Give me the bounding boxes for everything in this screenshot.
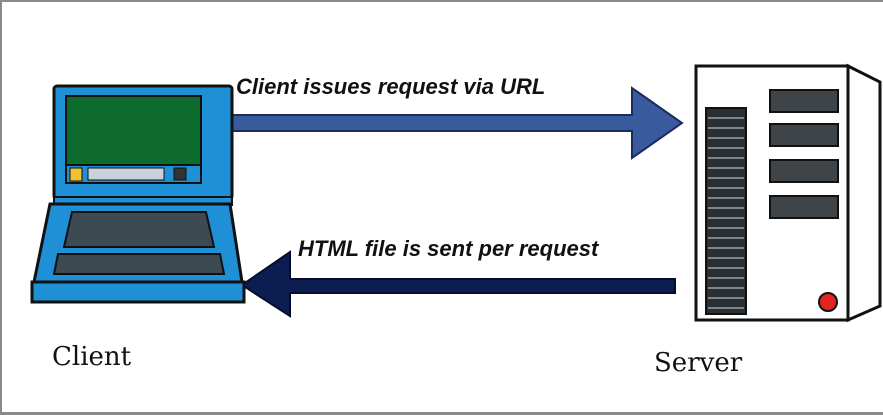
server-caption: Server xyxy=(654,348,743,378)
client-caption: Client xyxy=(52,342,132,372)
server-tower-icon xyxy=(694,63,882,323)
request-label: Client issues request via URL xyxy=(236,74,546,99)
power-led-icon xyxy=(818,292,838,312)
laptop-icon xyxy=(30,84,246,304)
response-arrow xyxy=(240,250,676,318)
response-label: HTML file is sent per request xyxy=(298,236,599,261)
request-arrow xyxy=(227,86,684,160)
